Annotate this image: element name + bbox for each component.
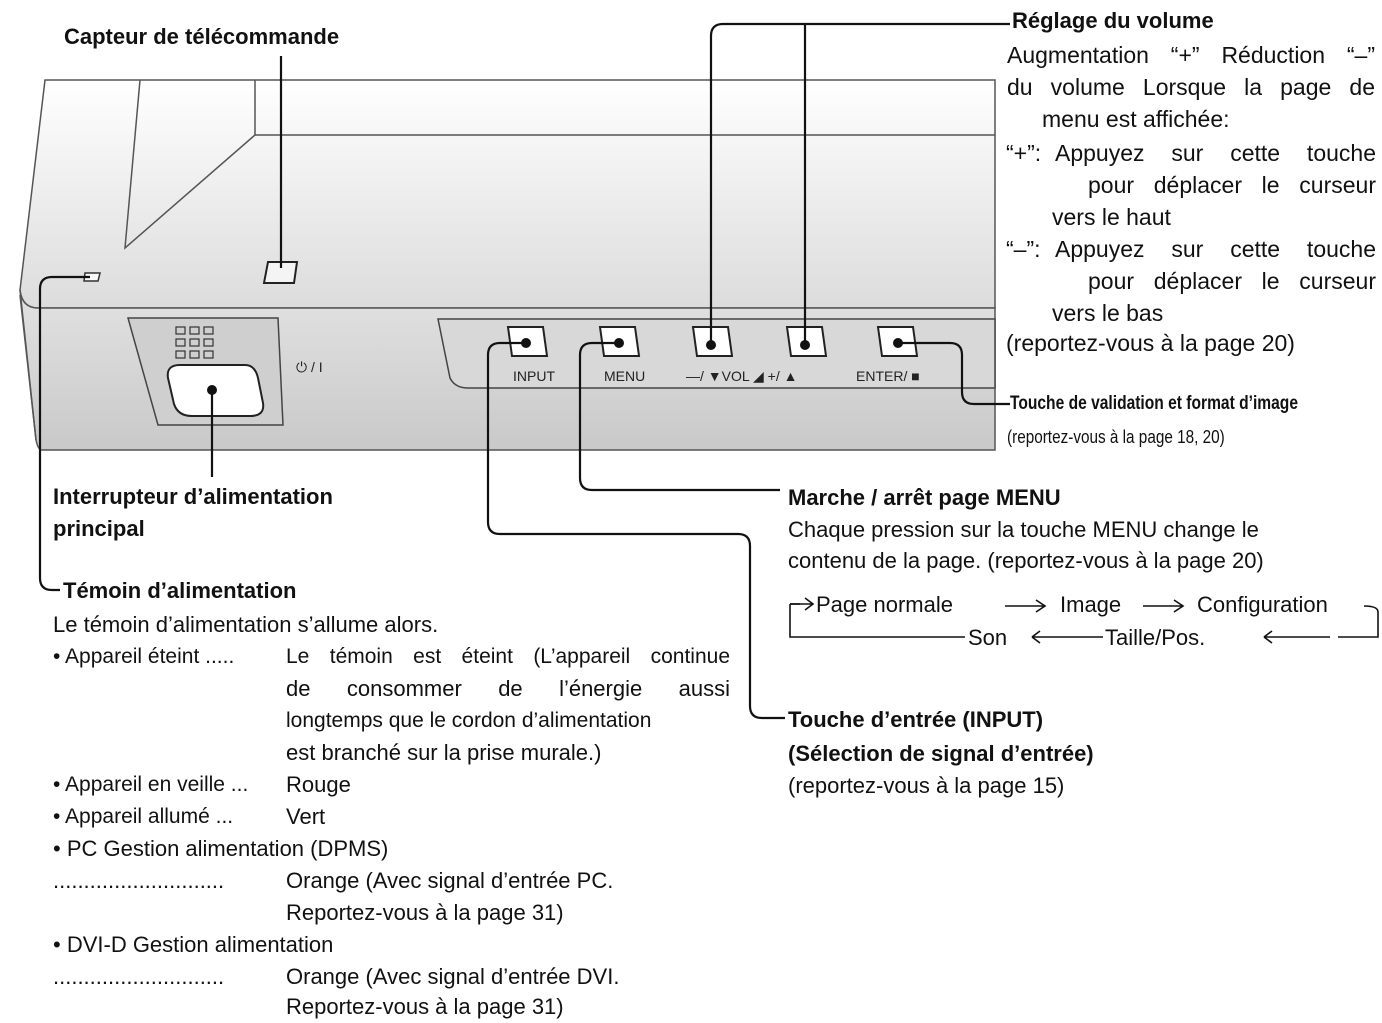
indicator-dvi-value1: Orange (Avec signal d’entrée DVI. bbox=[286, 964, 620, 989]
menu-title: Marche / arrêt page MENU bbox=[788, 485, 1061, 510]
indicator-off-desc3: longtemps que le cordon d’alimentation bbox=[286, 709, 652, 732]
menu-cycle-page-normale: Page normale bbox=[816, 592, 953, 617]
indicator-intro: Le témoin d’alimentation s’allume alors. bbox=[53, 612, 439, 637]
screen-bevel bbox=[124, 79, 256, 250]
leader-volume bbox=[709, 22, 1010, 345]
menu-cycle-arrows bbox=[789, 597, 1379, 644]
leader-input bbox=[486, 341, 785, 720]
enter-button-label: ENTER/ ■ bbox=[856, 368, 920, 384]
input-title1: Touche d’entrée (INPUT) bbox=[788, 707, 1044, 732]
volume-minus-line2: pour déplacer le curseur bbox=[1088, 268, 1376, 294]
power-switch-title1: Interrupteur d’alimentation bbox=[53, 484, 333, 509]
enter-title: Touche de validation et format d’image bbox=[1010, 393, 1298, 414]
leader-enter bbox=[898, 341, 1010, 406]
volume-minus-line1: Appuyez sur cette touche bbox=[1055, 236, 1376, 262]
volume-minus-line3: vers le bas bbox=[1052, 300, 1164, 326]
menu-cycle-configuration: Configuration bbox=[1197, 592, 1328, 617]
leader-menu bbox=[578, 341, 780, 492]
indicator-off-desc4: est branché sur la prise murale.) bbox=[286, 740, 602, 765]
indicator-dvi-dots: ............................ bbox=[53, 964, 225, 989]
indicator-standby-label: • Appareil en veille ... bbox=[53, 773, 249, 796]
menu-button-label: MENU bbox=[604, 368, 645, 384]
enter-ref: (reportez-vous à la page 18, 20) bbox=[1007, 427, 1225, 447]
volume-title: Réglage du volume bbox=[1012, 8, 1214, 33]
menu-line2: contenu de la page. (reportez-vous à la … bbox=[788, 548, 1264, 573]
menu-line1: Chaque pression sur la touche MENU chang… bbox=[788, 517, 1259, 542]
volume-line2: du volume Lorsque la page de bbox=[1007, 74, 1375, 100]
volume-minus-key: “–”: bbox=[1006, 236, 1041, 262]
leader-power-indicator bbox=[38, 275, 90, 592]
indicator-off-desc2: de consommer de l’énergie aussi bbox=[286, 676, 730, 701]
menu-cycle-son: Son bbox=[968, 625, 1008, 650]
device-top-face bbox=[19, 79, 996, 309]
indicator-dvi-label: • DVI-D Gestion alimentation bbox=[53, 932, 334, 957]
remote-sensor-window bbox=[262, 261, 299, 284]
volume-plus-line2: pour déplacer le curseur bbox=[1088, 172, 1376, 198]
input-title2: (Sélection de signal d’entrée) bbox=[788, 741, 1094, 766]
indicator-dvi-value2: Reportez-vous à la page 31) bbox=[286, 994, 564, 1019]
power-indicator-led bbox=[83, 272, 101, 282]
indicator-pc-value2: Reportez-vous à la page 31) bbox=[286, 900, 564, 925]
power-switch-title2: principal bbox=[53, 516, 145, 541]
indicator-on-label: • Appareil allumé ... bbox=[53, 805, 234, 828]
volume-line3: menu est affichée: bbox=[1042, 106, 1230, 132]
indicator-off-desc1: Le témoin est éteint (L’appareil continu… bbox=[286, 645, 730, 668]
indicator-off-label: • Appareil éteint ..... bbox=[53, 645, 235, 668]
power-symbol-label: ⏻ / I bbox=[296, 359, 323, 375]
switch-grille bbox=[175, 326, 214, 359]
indicator-pc-label: • PC Gestion alimentation (DPMS) bbox=[53, 836, 389, 861]
vol-button-label: —/ ▼VOL ◢ +/ ▲ bbox=[686, 368, 798, 384]
volume-plus-line1: Appuyez sur cette touche bbox=[1055, 140, 1376, 166]
volume-line1: Augmentation “+” Réduction “–” bbox=[1007, 42, 1375, 68]
indicator-standby-value: Rouge bbox=[286, 772, 351, 797]
indicator-title: Témoin d’alimentation bbox=[63, 578, 297, 603]
volume-plus-key: “+”: bbox=[1006, 140, 1042, 166]
indicator-pc-value1: Orange (Avec signal d’entrée PC. bbox=[286, 868, 614, 893]
input-button-label: INPUT bbox=[513, 368, 555, 384]
indicator-on-value: Vert bbox=[286, 804, 326, 829]
volume-ref: (reportez-vous à la page 20) bbox=[1006, 330, 1295, 356]
menu-cycle-taille-pos: Taille/Pos. bbox=[1105, 625, 1206, 650]
input-ref: (reportez-vous à la page 15) bbox=[788, 773, 1065, 798]
menu-cycle-image: Image bbox=[1060, 592, 1122, 617]
indicator-pc-dots: ............................ bbox=[53, 868, 225, 893]
remote-sensor-title: Capteur de télécommande bbox=[64, 24, 340, 49]
volume-plus-line3: vers le haut bbox=[1052, 204, 1171, 230]
